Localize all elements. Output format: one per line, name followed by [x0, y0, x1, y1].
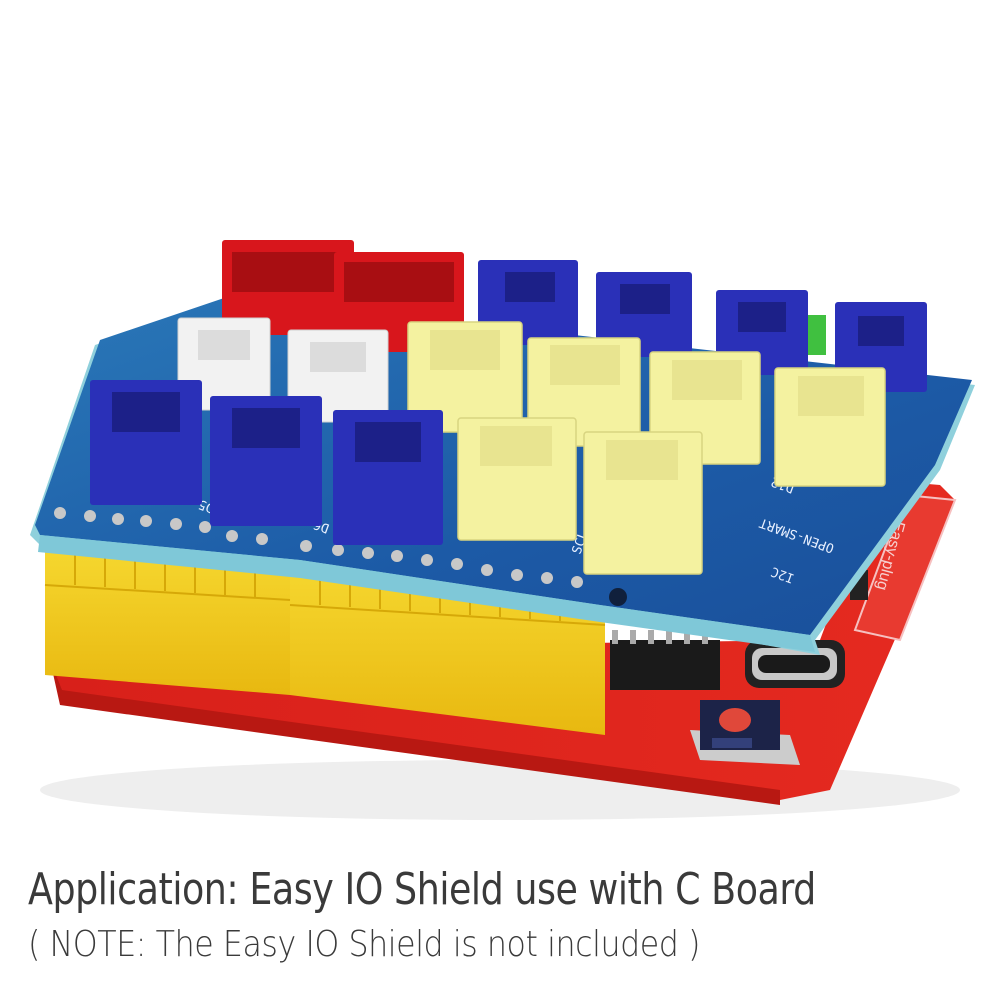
chip: [610, 640, 720, 690]
reset-button: [690, 700, 800, 765]
caption: Application: Easy IO Shield use with C B…: [28, 862, 884, 970]
caption-note: ( NOTE: The Easy IO Shield is not includ…: [28, 924, 701, 965]
base-board: Easy-plug: [50, 480, 957, 805]
product-photo: Easy-plug: [30, 240, 975, 820]
caption-title: Application: Easy IO Shield use with C B…: [28, 864, 816, 915]
